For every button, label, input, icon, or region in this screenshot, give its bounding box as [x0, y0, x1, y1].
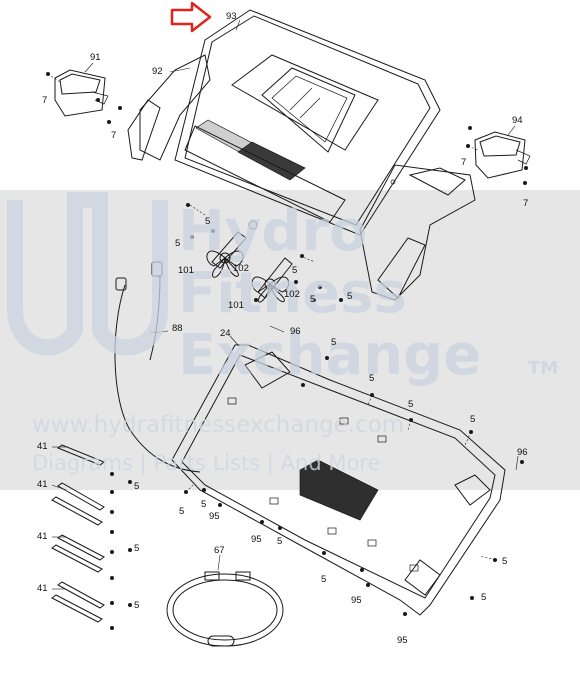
callout-94: 94: [512, 115, 523, 126]
hood-vent: [299, 459, 379, 521]
callout-5: 5: [310, 294, 315, 305]
watermark: Hydro Fitness Exchange TM www.hydrafitne…: [7, 192, 558, 476]
callout-5: 5: [201, 499, 206, 510]
callout-41: 41: [37, 531, 48, 542]
callout-91: 91: [90, 52, 101, 63]
callout-93: 93: [226, 11, 237, 22]
callout-95: 95: [351, 595, 362, 606]
callout-7: 7: [42, 95, 47, 106]
watermark-brand-line3: Exchange: [178, 323, 481, 388]
watermark-tagline: Diagrams | Parts Lists | And More: [32, 451, 380, 476]
watermark-tm: TM: [528, 358, 558, 379]
callout-5: 5: [408, 399, 413, 410]
callout-5: 5: [179, 506, 184, 517]
callout-41: 41: [37, 583, 48, 594]
callout-96: 96: [517, 447, 528, 458]
display-screen: [261, 67, 356, 153]
chest-strap: [166, 571, 284, 647]
callout-5: 5: [481, 592, 486, 603]
cup-holder-left: [54, 69, 109, 117]
callout-5: 5: [321, 574, 326, 585]
callout-88: 88: [172, 323, 183, 334]
callout-5: 5: [134, 481, 139, 492]
callout-5: 5: [347, 291, 352, 302]
callout-5: 5: [205, 216, 210, 227]
callout-5: 5: [134, 543, 139, 554]
callout-5: 5: [277, 536, 282, 547]
callout-24: 24: [220, 328, 231, 339]
callout-5: 5: [292, 265, 297, 276]
motor-hood: [171, 344, 506, 616]
callout-102: 102: [284, 289, 300, 300]
callout-96: 96: [290, 326, 301, 337]
callout-95: 95: [251, 534, 262, 545]
callout-5: 5: [134, 600, 139, 611]
callout-92: 92: [152, 66, 163, 77]
callout-7: 7: [111, 130, 116, 141]
callout-5: 5: [175, 238, 180, 249]
watermark-url: www.hydrafitnessexchange.com: [32, 412, 404, 438]
leader-lines: [47, 19, 519, 590]
callout-7: 7: [523, 198, 528, 209]
console-assembly: [127, 9, 476, 301]
screws: [46, 72, 528, 630]
fan-assembly-2: [251, 257, 293, 303]
watermark-brand-line1: Hydro: [178, 199, 368, 264]
watermark-brand-line2: Fitness: [178, 261, 407, 326]
callout-5: 5: [331, 337, 336, 348]
callout-5: 5: [470, 414, 475, 425]
callout-5: 5: [369, 373, 374, 384]
callout-101: 101: [178, 265, 194, 276]
callout-7: 7: [461, 157, 466, 168]
part-callouts: 93 92 91 94 7 7 7 7 5 5 5 5 5 5 5 5 5 5 …: [37, 11, 528, 646]
callout-102: 102: [233, 263, 249, 274]
fan-assembly-1: [206, 231, 247, 278]
red-arrow-indicator: [170, 1, 212, 33]
cup-holder-right: [474, 131, 531, 179]
callout-95: 95: [209, 511, 220, 522]
callout-67: 67: [214, 545, 225, 556]
callout-41: 41: [37, 479, 48, 490]
callout-5: 5: [502, 556, 507, 567]
callout-101: 101: [228, 300, 244, 311]
callout-41: 41: [37, 441, 48, 452]
callout-95: 95: [397, 635, 408, 646]
cable-ties: [51, 444, 106, 623]
watermark-logo: [7, 192, 168, 356]
